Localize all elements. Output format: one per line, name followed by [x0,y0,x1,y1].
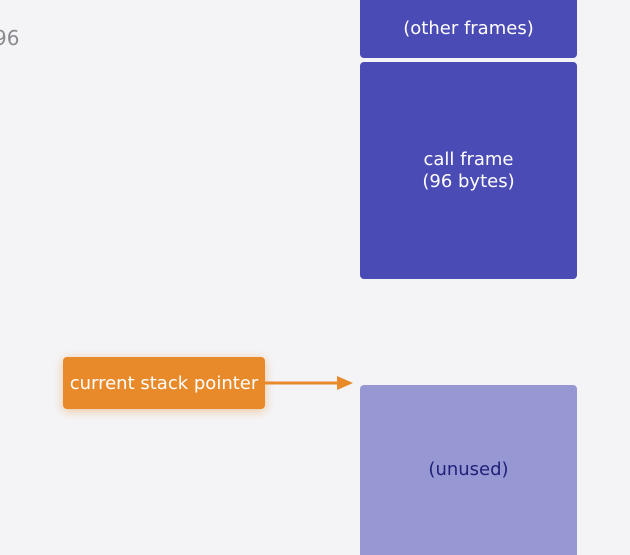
stack-pointer-arrow-icon [265,376,353,390]
other-frames-label: (other frames) [403,18,534,39]
call-frame-label: call frame (96 bytes) [422,148,515,192]
stack-pointer-label: current stack pointer [69,372,259,394]
other-frames-block: (other frames) [360,0,577,58]
unused-label: (unused) [428,459,509,480]
arrow-head [337,376,353,390]
call-frame-block: call frame (96 bytes) [360,62,577,279]
stack-pointer-box: current stack pointer [63,357,265,409]
truncated-edge-label: 96 [0,26,20,50]
unused-block: (unused) [360,385,577,555]
